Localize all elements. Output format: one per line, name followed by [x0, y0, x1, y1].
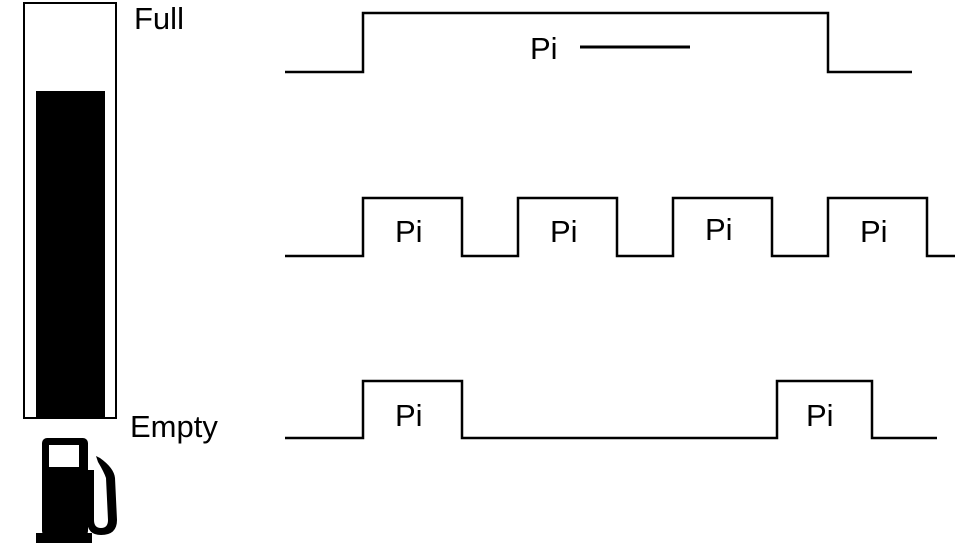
pulse-label: Pi — [860, 214, 888, 249]
pulse-label: Pi — [530, 31, 558, 66]
gauge-full-label: Full — [134, 1, 184, 36]
gauge-empty-label: Empty — [130, 409, 218, 444]
waveform-frequent-pulses — [285, 196, 955, 258]
pulse-label: Pi — [395, 398, 423, 433]
pulse-label: Pi — [806, 398, 834, 433]
fuel-gauge — [23, 2, 117, 419]
waveform-sparse-pulses — [285, 379, 937, 440]
fuel-gauge-fill — [36, 90, 105, 417]
pulse-label: Pi — [705, 212, 733, 247]
pulse-label: Pi — [395, 214, 423, 249]
fuel-pump-icon — [36, 438, 117, 543]
pulse-label: Pi — [550, 214, 578, 249]
waveform-continuous — [285, 11, 912, 74]
